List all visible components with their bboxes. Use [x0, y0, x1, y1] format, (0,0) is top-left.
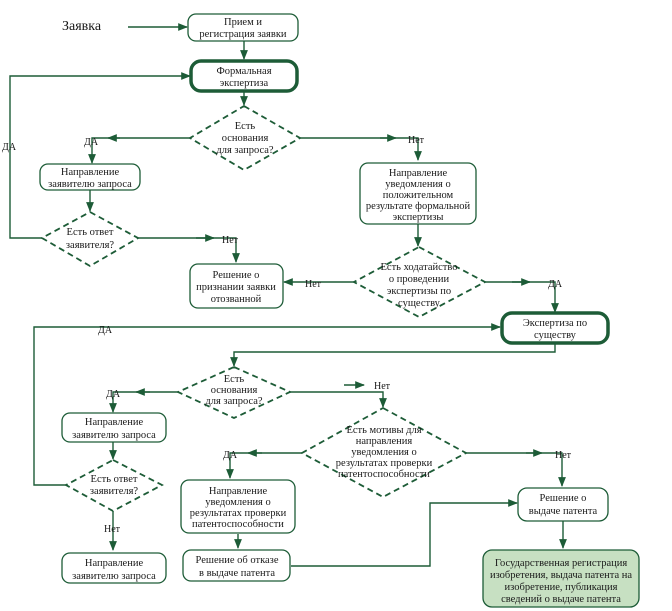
node-refusal-line: Решение об отказе: [196, 555, 279, 566]
node-motives-line: уведомления о: [351, 447, 417, 458]
edge-label-no: Нет: [222, 235, 239, 246]
edge-label-yes: ДА: [84, 137, 99, 148]
node-grounds1: Есть основания для запроса?: [188, 104, 302, 172]
node-send-request3-line: заявителю запроса: [72, 571, 156, 582]
node-receive: Прием и регистрация заявки: [187, 13, 299, 42]
edge-labels: ДА Нет ДА Нет Нет ДА ДА ДА Нет ДА Нет Не…: [2, 135, 572, 535]
edge-label-no: Нет: [374, 381, 391, 392]
node-send-request1: Направление заявителю запроса: [39, 163, 141, 191]
node-send-request1-line: заявителю запроса: [48, 179, 132, 190]
node-petition-line: существу: [398, 298, 441, 309]
node-petition-line: о проведении: [389, 274, 450, 285]
edge-label-no: Нет: [408, 135, 425, 146]
node-send-request3-line: Направление: [85, 558, 144, 569]
edge-label-yes: ДА: [548, 279, 563, 290]
node-send-request2-line: заявителю запроса: [72, 430, 156, 441]
node-grounds1-line: основания: [222, 133, 269, 144]
application-label: Заявка: [62, 19, 102, 34]
node-notify-positive-line: положительном: [383, 190, 454, 201]
node-formal-exam: Формальная экспертиза: [189, 59, 299, 93]
node-notify-patentability-line: Направление: [209, 486, 268, 497]
node-answer1: Есть ответ заявителя?: [40, 210, 140, 268]
edge-grounds2-yes: [109, 391, 178, 413]
node-send-request3: Направление заявителю запроса: [61, 552, 167, 584]
node-answer1-line: заявителя?: [66, 240, 115, 251]
edge-petition-yes: [484, 281, 559, 313]
node-withdrawn-line: отозванной: [211, 294, 262, 305]
node-notify-patentability: Направление уведомления о результатах пр…: [180, 479, 296, 534]
node-send-request1-line: Направление: [61, 167, 120, 178]
node-answer2-line: заявителя?: [90, 486, 139, 497]
node-grant-decision: Решение о выдаче патента: [517, 487, 609, 522]
edge-grounds2-no: [290, 391, 387, 408]
edge-refusal-grant: [291, 499, 518, 567]
node-notify-positive: Направление уведомления о положительном …: [359, 162, 477, 225]
edge-grounds1-no: [298, 137, 422, 161]
node-formal-exam-line: экспертиза: [220, 78, 269, 89]
edge-answer1-no: [138, 237, 240, 263]
node-grant-decision-line: выдаче патента: [529, 506, 598, 517]
edge-motives-yes: [226, 452, 302, 479]
node-motives-line: патентоспособности: [338, 469, 430, 480]
edges: [9, 23, 567, 567]
node-refusal-line: в выдаче патента: [199, 568, 275, 579]
node-notify-positive-line: экспертизы: [393, 212, 444, 223]
node-withdrawn-line: признании заявки: [196, 282, 276, 293]
node-receive-line: Прием и: [224, 17, 262, 28]
edge-label-yes: ДА: [106, 389, 121, 400]
node-registration-line: изобретение, публикация: [505, 582, 618, 593]
node-grounds1-line: для запроса?: [216, 145, 274, 156]
node-substantive-exam-line: существу: [534, 330, 577, 341]
node-notify-patentability-line: патентоспособности: [192, 519, 284, 530]
edge-grounds1-yes: [88, 137, 190, 164]
node-grounds2-line: основания: [211, 385, 258, 396]
node-motives-line: Есть мотивы для: [346, 425, 421, 436]
node-grounds2-line: для запроса?: [205, 396, 263, 407]
node-petition-line: Есть ходатайство: [381, 262, 458, 273]
node-notify-patentability-line: результатах проверки: [190, 508, 287, 519]
edge-label-no: Нет: [305, 279, 322, 290]
node-motives-line: направления: [356, 436, 413, 447]
node-substantive-exam: Экспертиза по существу: [500, 311, 610, 345]
node-motives: Есть мотивы для направления уведомления …: [300, 406, 468, 499]
node-motives-line: результатах проверки: [336, 458, 433, 469]
node-grounds2-line: Есть: [224, 374, 245, 385]
node-formal-exam-line: Формальная: [216, 66, 271, 77]
edge-label-no: Нет: [555, 450, 572, 461]
edge-exam-grounds2: [230, 343, 556, 367]
node-answer2-line: Есть ответ: [91, 474, 138, 485]
node-send-request2-line: Направление: [85, 417, 144, 428]
node-notify-patentability-line: уведомления о: [205, 497, 271, 508]
node-send-request2: Направление заявителю запроса: [61, 412, 167, 443]
node-grant-decision-line: Решение о: [540, 493, 587, 504]
node-notify-positive-line: результате формальной: [366, 201, 471, 212]
node-notify-positive-line: уведомления о: [385, 179, 451, 190]
node-withdrawn: Решение о признании заявки отозванной: [189, 263, 284, 309]
node-notify-positive-line: Направление: [389, 168, 448, 179]
edge-label-yes: ДА: [223, 450, 238, 461]
node-petition-line: экспертизы по: [387, 286, 451, 297]
node-receive-line: регистрация заявки: [199, 29, 287, 40]
edge-label-yes: ДА: [98, 325, 113, 336]
node-refusal: Решение об отказе в выдаче патента: [182, 549, 291, 582]
edge-label-yes: ДА: [2, 142, 17, 153]
node-registration-line: Государственная регистрация: [495, 558, 628, 569]
edge-label-no: Нет: [104, 524, 121, 535]
node-substantive-exam-line: Экспертиза по: [523, 318, 587, 329]
node-registration: Государственная регистрация изобретения,…: [482, 549, 640, 608]
node-answer1-line: Есть ответ: [67, 227, 114, 238]
node-registration-line: изобретения, выдача патента на: [490, 570, 632, 581]
node-grounds1-line: Есть: [235, 121, 256, 132]
node-answer2: Есть ответ заявителя?: [64, 458, 164, 513]
node-registration-line: сведений о выдаче патента: [501, 594, 621, 605]
edge-answer1-yes-loop: [9, 72, 191, 239]
edge-motives-no: [466, 452, 566, 487]
node-grounds2: Есть основания для запроса?: [175, 366, 293, 419]
node-petition: Есть ходатайство о проведении экспертизы…: [352, 245, 487, 319]
edge-answer2-yes-loop: [33, 323, 501, 486]
node-withdrawn-line: Решение о: [213, 270, 260, 281]
